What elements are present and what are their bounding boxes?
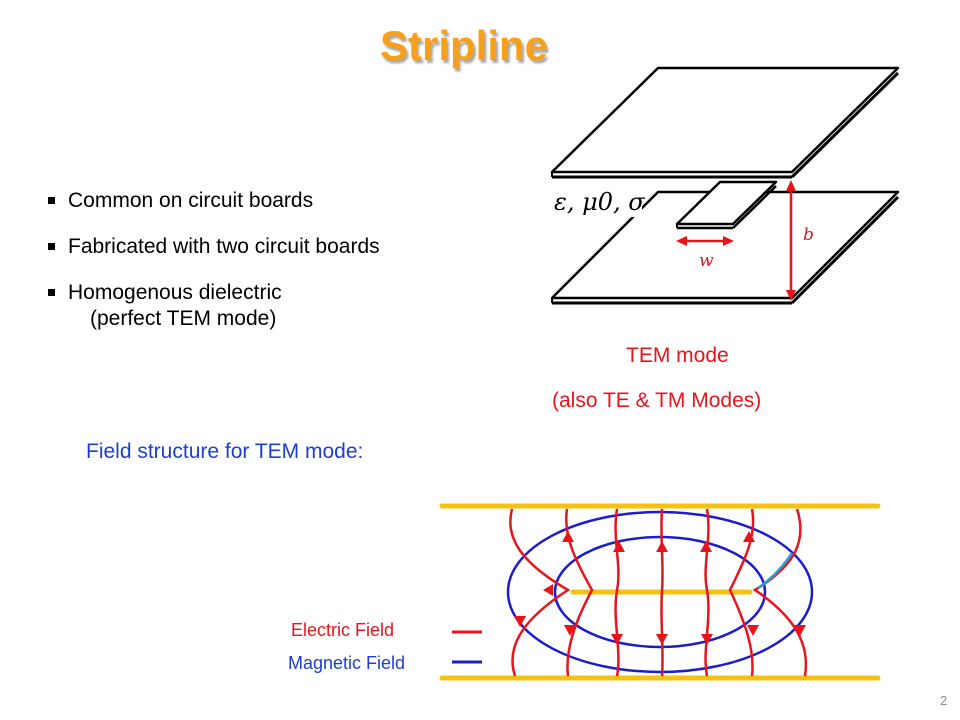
- bullet-item: Fabricated with two circuit boards: [48, 234, 380, 260]
- modes-label: (also TE & TM Modes): [552, 389, 762, 412]
- field-structure-caption: Field structure for TEM mode:: [86, 440, 364, 463]
- b-label: b: [803, 225, 814, 245]
- bullet-list: Common on circuit boards Fabricated with…: [48, 188, 380, 352]
- bullet-text: Homogenous dielectric: [68, 281, 282, 304]
- square-bullet-icon: [48, 197, 55, 204]
- square-bullet-icon: [48, 243, 55, 250]
- bottom-ground-plate: [550, 190, 900, 300]
- b-dimension-arrow: [786, 180, 796, 301]
- w-dimension-arrow: [676, 236, 734, 246]
- bullet-item: Homogenous dielectric (perfect TEM mode): [48, 280, 380, 332]
- electric-field-legend-label: Electric Field: [291, 620, 395, 640]
- top-ground-plate: [550, 66, 900, 174]
- page-number: 2: [940, 693, 948, 708]
- tem-mode-label: TEM mode: [626, 344, 729, 367]
- field-arrowheads: [514, 531, 806, 645]
- field-overlap-segment: [757, 552, 794, 590]
- w-label: w: [699, 251, 714, 271]
- center-conductor-strip: [675, 180, 778, 226]
- parameters-label: ε, μ0, σ: [554, 188, 645, 216]
- bullet-item: Common on circuit boards: [48, 188, 380, 214]
- square-bullet-icon: [48, 289, 55, 296]
- bullet-text: Fabricated with two circuit boards: [68, 235, 380, 258]
- bullet-text: Common on circuit boards: [68, 189, 314, 212]
- magnetic-field-lines: [506, 510, 814, 674]
- bullet-subtext: (perfect TEM mode): [90, 307, 277, 330]
- magnetic-field-legend-label: Magnetic Field: [288, 653, 406, 673]
- slide-title: Stripline: [380, 22, 549, 69]
